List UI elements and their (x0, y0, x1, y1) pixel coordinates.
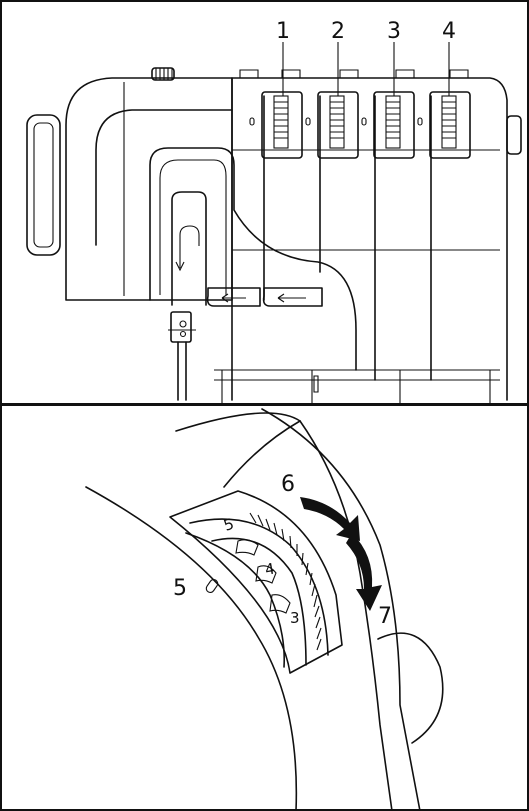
dial-scale-4: 4 (264, 560, 277, 579)
thread-paths (263, 95, 432, 381)
dial-callout-4: 4 (442, 19, 456, 44)
panel-border (0, 0, 529, 405)
dial-scale-3: 3 (290, 609, 300, 627)
tension-dial-closeup-illustration: 5 4 3 5 6 7 (0, 405, 529, 811)
serger-front-view-panel: 1 2 3 4 (0, 0, 529, 405)
top-knob (151, 67, 175, 81)
callout-leaders (282, 42, 450, 96)
decrease-arrow-icon (346, 533, 382, 611)
tension-dial-closeup-panel: 5 4 3 5 6 7 (0, 405, 529, 811)
machine-base (214, 369, 500, 404)
dial-callout-2: 2 (331, 19, 345, 44)
machine-cover (85, 408, 444, 811)
needle-plate-area (149, 147, 357, 371)
needle-clamp (168, 311, 196, 401)
direction-label-decrease: 7 (378, 604, 392, 629)
dial-callout-3: 3 (387, 19, 401, 44)
tension-dial-slots (261, 91, 471, 159)
direction-label-increase: 6 (281, 472, 295, 497)
tension-dial-wheels (249, 95, 457, 149)
tension-dial (169, 490, 343, 674)
increase-arrow-icon (300, 497, 360, 541)
setting-marker (205, 578, 219, 594)
left-side-cover (26, 114, 61, 256)
serger-front-illustration: 1 2 3 4 (0, 0, 529, 405)
marker-label: 5 (173, 576, 187, 601)
dial-scale-5: 5 (221, 515, 236, 535)
dial-callout-1: 1 (276, 19, 290, 44)
panel-border (0, 405, 529, 811)
thread-guides (239, 69, 469, 78)
looper-covers (206, 287, 323, 307)
